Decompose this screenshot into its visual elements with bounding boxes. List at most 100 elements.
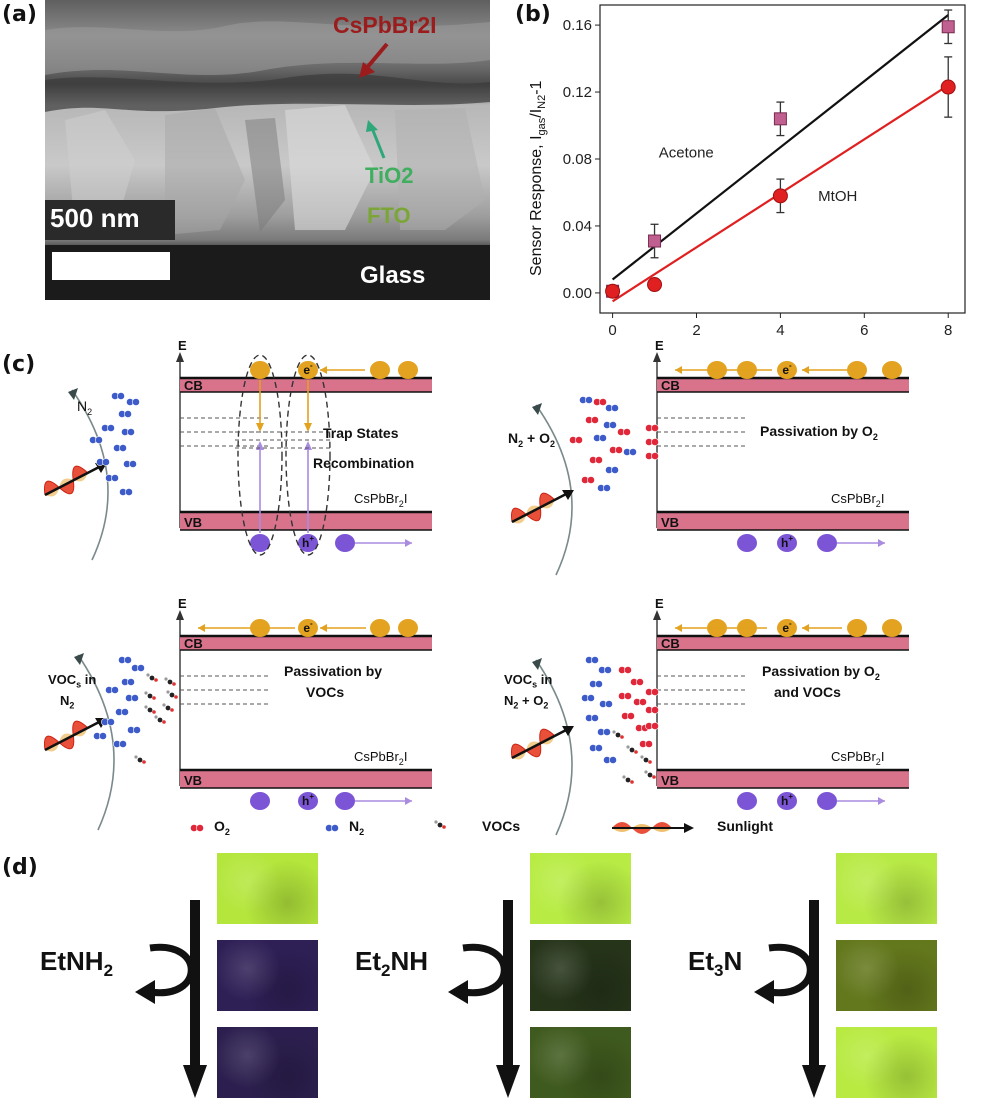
energy-axis-arrow <box>653 610 661 620</box>
voc-molecule-icon <box>147 693 153 699</box>
film-photo <box>836 1027 937 1098</box>
voc-h-icon <box>146 673 150 677</box>
voc-molecule-icon <box>165 705 171 711</box>
decay-arrowhead <box>256 423 264 432</box>
acetone-point <box>773 112 787 126</box>
n2-molecule-icon <box>603 484 611 492</box>
legend-o2: O2 <box>214 818 230 837</box>
process-arrow-head <box>183 1065 207 1098</box>
fit-line-acetone <box>611 14 949 281</box>
acetone-point <box>941 20 955 34</box>
material-label-c: CsPbBr2I <box>354 491 407 509</box>
hole-icon <box>817 534 837 552</box>
electron-label: e- <box>782 361 792 377</box>
voc-o-icon <box>174 695 178 699</box>
sunlight-arrow <box>44 718 104 752</box>
q2-gas-label: N2 + O2 <box>508 430 555 449</box>
voc-o-icon <box>648 760 652 764</box>
o2-molecule-icon <box>623 428 631 436</box>
scale-bar <box>52 252 170 280</box>
electron-icon <box>398 619 418 637</box>
film-photo <box>217 940 318 1011</box>
q4-text1-main: Passivation by O <box>762 663 875 679</box>
sunlight-arrowhead <box>562 490 574 500</box>
q2-gas-sub: 2 <box>518 438 524 449</box>
reaction-curve-arrow <box>149 943 195 997</box>
voc-molecule-icon <box>169 692 175 698</box>
voc-molecule-icon <box>137 757 143 763</box>
q2-text1-main: Passivation by O <box>760 423 873 439</box>
q4-gas1-end: in <box>537 672 553 687</box>
material-label-c: CsPbBr2I <box>354 749 407 767</box>
n2-molecule-icon <box>121 708 129 716</box>
n2-molecule-icon <box>611 404 619 412</box>
cb-band <box>180 636 432 650</box>
n2-molecule-icon <box>111 474 119 482</box>
voc-molecule-icon <box>629 747 635 753</box>
decay-arrowhead <box>304 423 312 432</box>
hole-icon <box>298 534 318 552</box>
hole-icon <box>817 792 837 810</box>
arc-arrowhead <box>532 658 542 670</box>
panel-c-label: (c) <box>2 352 36 377</box>
mtoh-point <box>772 188 788 204</box>
vb-label: VB <box>184 773 202 788</box>
hole-icon <box>335 792 355 810</box>
n2-molecule-icon <box>99 732 107 740</box>
o2-molecule-icon <box>627 712 635 720</box>
electron-icon <box>370 619 390 637</box>
glass-label: Glass <box>360 262 426 289</box>
o2-molecule-icon <box>595 456 603 464</box>
n2-molecule-icon <box>611 466 619 474</box>
electron-icon <box>882 619 902 637</box>
electron-label: e- <box>782 619 792 635</box>
n2-molecule-icon <box>587 694 595 702</box>
o2-molecule-icon <box>636 678 644 686</box>
energy-axis-arrow <box>176 610 184 620</box>
scale-label: 500 nm <box>50 203 140 233</box>
n2-molecule-icon <box>133 726 141 734</box>
n2-molecule-icon <box>591 714 599 722</box>
x-tick-label: 0 <box>608 322 616 339</box>
voc-h-icon <box>622 775 626 779</box>
y-tick-label: 0.00 <box>563 285 592 302</box>
legend-n2-icon <box>331 824 339 832</box>
voc-molecule-icon <box>167 679 173 685</box>
o2-molecule-icon <box>587 476 595 484</box>
n2-molecule-icon <box>605 700 613 708</box>
electron-icon <box>847 361 867 379</box>
mtoh-point <box>940 79 956 95</box>
mtoh-point <box>647 277 663 293</box>
voc-o-icon <box>652 775 656 779</box>
q1-text1: Trap States <box>323 425 399 441</box>
n2-molecule-icon <box>127 678 135 686</box>
reaction-curve-arrowhead <box>754 980 774 1004</box>
electron-arrowhead <box>320 624 327 632</box>
acetone-point <box>648 234 662 248</box>
electron-icon <box>370 361 390 379</box>
band-diagrams: ECBVBCsPbBr2Ie-h+ECBVBCsPbBr2Ie-h+ECBVBC… <box>44 340 909 836</box>
voc-o-icon <box>620 735 624 739</box>
arc-arrowhead <box>532 403 542 415</box>
legend-n2-sub: 2 <box>359 826 365 837</box>
arc-arrowhead <box>68 388 78 400</box>
voc-o-icon <box>630 780 634 784</box>
sunlight-arrow <box>511 726 571 760</box>
voc-molecule-icon <box>149 675 155 681</box>
n2-molecule-icon <box>102 458 110 466</box>
voc-molecule-icon <box>625 777 631 783</box>
voc-h-icon <box>166 690 170 694</box>
n2-molecule-icon <box>585 396 593 404</box>
sunlight-arrow <box>511 490 571 524</box>
electron-label: e- <box>303 361 313 377</box>
process-arrow-shaft <box>503 900 513 1070</box>
voc-molecule-icon <box>437 822 443 828</box>
voc-h-icon <box>612 730 616 734</box>
voc-h-icon <box>626 745 630 749</box>
voc-o-icon <box>152 696 156 700</box>
panel-b-label: (b) <box>515 2 551 27</box>
x-tick-label: 2 <box>692 322 700 339</box>
q1-gas-sub: 2 <box>87 406 93 417</box>
voc-o-icon <box>142 760 146 764</box>
n2-molecule-icon <box>604 666 612 674</box>
